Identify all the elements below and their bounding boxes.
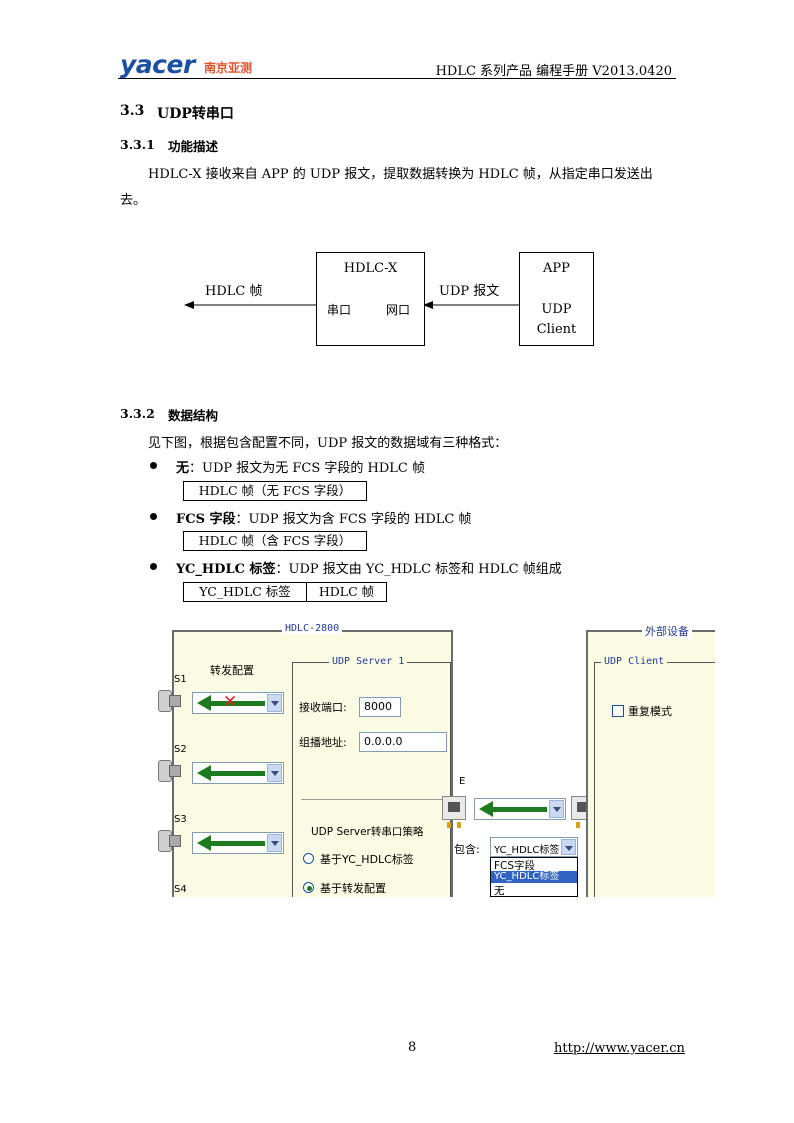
frame-cell: HDLC 帧（含 FCS 字段） [183, 531, 367, 551]
subsection-title: 数据结构 [168, 408, 219, 423]
dropdown-option[interactable]: FCS字段 [494, 860, 536, 872]
dropdown-option[interactable]: 无 [494, 885, 505, 897]
bullet-desc: ：UDP 报文由 YC_HDLC 标签和 HDLC 帧组成 [275, 562, 562, 577]
bullet [150, 462, 157, 469]
serial-label: S1 [174, 674, 187, 685]
forward-config-label: 转发配置 [210, 664, 254, 677]
forward-select-s2[interactable] [192, 762, 284, 784]
udp-server-group: UDP Server 1 接收端口: 8000 组播地址: 0.0.0.0 UD… [292, 656, 451, 897]
net-port-label: 网口 [386, 303, 411, 317]
repeat-mode-checkbox[interactable] [612, 705, 624, 717]
arrow-left-icon [197, 695, 211, 711]
radio-yc-hdlc[interactable] [303, 853, 314, 864]
ethernet-label: E [459, 776, 466, 787]
bullet-term: 无 [176, 461, 190, 476]
multicast-label: 组播地址: [299, 736, 347, 749]
device-panel: HDLC-2800 转发配置 S1 S2 S3 S4 ✕ [158, 623, 453, 897]
paragraph: 见下图，根据包含配置不同，UDP 报文的数据域有三种格式： [148, 436, 508, 451]
header-title: HDLC 系列产品 编程手册 V2013.0420 [435, 64, 672, 79]
udp-client-group: UDP Client 重复模式 [594, 656, 715, 897]
recv-port-label: 接收端口: [299, 701, 347, 714]
hdlc-frame-label: HDLC 帧 [205, 284, 263, 299]
serial-connector-icon [154, 688, 181, 712]
serial-label: S4 [174, 884, 187, 895]
chevron-down-icon[interactable] [549, 800, 564, 818]
app-udp: UDP [541, 302, 572, 317]
app-box: APP UDP Client [519, 252, 594, 346]
section-number: 3.3 [120, 103, 145, 119]
udp-client-title: UDP Client [601, 656, 668, 667]
chevron-down-icon[interactable] [267, 694, 282, 712]
logo-subtitle: 南京亚测 [204, 61, 253, 75]
bullet-text: 无：UDP 报文为无 FCS 字段的 HDLC 帧 [176, 457, 425, 476]
recv-port-input[interactable]: 8000 [359, 697, 401, 717]
bullet [150, 513, 157, 520]
include-label: 包含: [454, 843, 480, 856]
forward-select-s3[interactable] [192, 832, 284, 854]
bullet-term: 标签 [244, 562, 276, 577]
radio-forward-config-label: 基于转发配置 [320, 882, 386, 895]
dropdown-option-selected[interactable]: YC_HDLC标签 [491, 871, 577, 883]
include-select[interactable]: YC_HDLC标签 [490, 837, 578, 857]
config-screenshot: HDLC-2800 转发配置 S1 S2 S3 S4 ✕ [140, 622, 715, 897]
frame-cell: HDLC 帧（无 FCS 字段） [183, 481, 367, 501]
chevron-down-icon[interactable] [267, 764, 282, 782]
external-device-panel: 外部设备 UDP Client 重复模式 [586, 623, 715, 897]
frame-cell: HDLC 帧 [306, 582, 387, 602]
chevron-down-icon[interactable] [267, 834, 282, 852]
radio-forward-config[interactable] [303, 882, 314, 893]
hdlc-x-box: HDLC-X 串口 网口 [316, 252, 425, 346]
serial-connector-icon [154, 758, 181, 782]
arrow-left-icon [479, 801, 493, 817]
subsection-title: 功能描述 [168, 139, 219, 154]
serial-port-label: 串口 [327, 303, 352, 317]
bullet [150, 563, 157, 570]
device-panel-title: HDLC-2800 [282, 623, 343, 634]
bullet-text: YC_HDLC 标签：UDP 报文由 YC_HDLC 标签和 HDLC 帧组成 [176, 558, 562, 577]
bullet-term: 字段 [204, 512, 236, 527]
include-dropdown-list: FCS字段 YC_HDLC标签 无 [490, 857, 578, 897]
ethernet-port-icon [442, 796, 466, 828]
external-device-title: 外部设备 [642, 623, 692, 639]
subsection-number: 3.3.1 [120, 137, 155, 152]
bullet-term: FCS [176, 512, 205, 527]
include-selected: YC_HDLC标签 [494, 845, 560, 856]
paragraph-line: 去。 [120, 193, 147, 208]
arrow-left-icon [197, 835, 211, 851]
bullet-desc: ：UDP 报文为无 FCS 字段的 HDLC 帧 [189, 461, 426, 476]
subsection-number: 3.3.2 [120, 406, 155, 421]
app-title: APP [543, 261, 570, 276]
app-client: Client [536, 322, 577, 337]
repeat-mode-label: 重复模式 [628, 705, 672, 718]
bullet-desc: ：UDP 报文为含 FCS 字段的 HDLC 帧 [235, 512, 472, 527]
udp-message-label: UDP 报文 [439, 284, 500, 299]
divider [301, 799, 447, 800]
strategy-title: UDP Server转串口策略 [311, 826, 424, 838]
close-icon: ✕ [223, 692, 238, 712]
arrow-left-icon [197, 765, 211, 781]
hdlc-x-title: HDLC-X [343, 261, 398, 276]
section-title: UDP转串口 [157, 106, 234, 122]
forward-select-s1[interactable]: ✕ [192, 692, 284, 714]
multicast-input[interactable]: 0.0.0.0 [359, 732, 447, 752]
bullet-text: FCS 字段：UDP 报文为含 FCS 字段的 HDLC 帧 [176, 508, 472, 527]
header-rule [118, 78, 676, 79]
udp-server-title: UDP Server 1 [329, 656, 408, 667]
serial-label: S3 [174, 814, 187, 825]
serial-connector-icon [154, 828, 181, 852]
bullet-term: YC_HDLC [176, 562, 245, 577]
website-link[interactable]: http://www.yacer.cn [554, 1041, 685, 1056]
frame-cell: YC_HDLC 标签 [183, 582, 307, 602]
paragraph-line: HDLC-X 接收来自 APP 的 UDP 报文，提取数据转换为 HDLC 帧，… [148, 167, 653, 182]
net-forward-select[interactable] [474, 798, 566, 820]
chevron-down-icon[interactable] [561, 839, 576, 855]
logo: yacer [120, 50, 195, 79]
serial-label: S2 [174, 744, 187, 755]
radio-yc-hdlc-label: 基于YC_HDLC标签 [320, 853, 414, 866]
page-number: 8 [408, 1040, 417, 1055]
